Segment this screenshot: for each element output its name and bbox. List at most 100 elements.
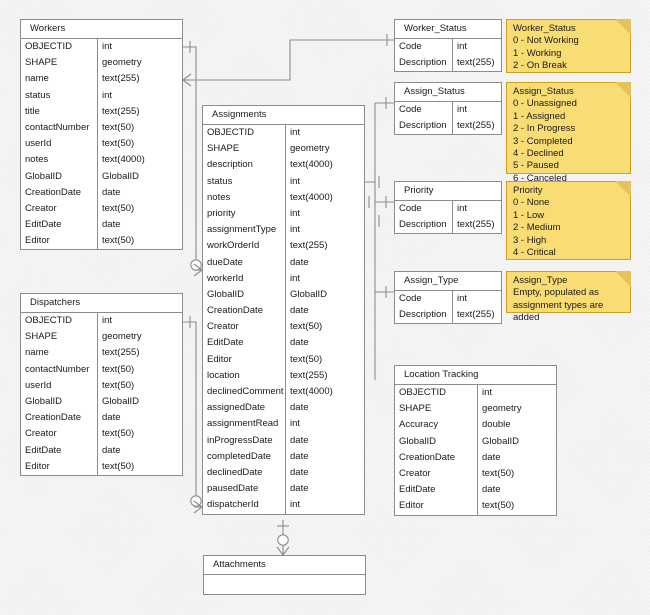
field-type: date	[482, 451, 501, 463]
table-row[interactable]: SHAPE geometry	[21, 55, 182, 72]
field-name: OBJECTID	[203, 125, 286, 142]
field-name: assignedDate	[203, 400, 286, 417]
field-type: geometry	[102, 57, 142, 69]
field-name: EditDate	[203, 335, 286, 352]
field-type: text(50)	[102, 460, 135, 472]
field-name: SHAPE	[21, 55, 98, 72]
note-line: 0 - Unassigned	[513, 98, 577, 110]
field-type: text(50)	[102, 379, 135, 391]
field-name: OBJECTID	[21, 313, 98, 330]
field-type: geometry	[102, 331, 142, 343]
field-type: int	[102, 89, 113, 101]
note-line: Empty, populated as	[513, 287, 599, 299]
table-title-attachments: Attachments	[204, 556, 365, 575]
table-attachments[interactable]: Attachments	[203, 555, 366, 595]
field-name: CreationDate	[203, 303, 286, 320]
field-type: text(255)	[102, 105, 140, 117]
note-line: assignment types are added	[513, 299, 604, 324]
note-line: 3 - High	[513, 234, 547, 246]
field-type: text(50)	[102, 121, 135, 133]
field-type: int	[457, 203, 468, 214]
field-name: declinedDate	[203, 464, 286, 482]
table-title-dispatchers: Dispatchers	[21, 294, 182, 313]
